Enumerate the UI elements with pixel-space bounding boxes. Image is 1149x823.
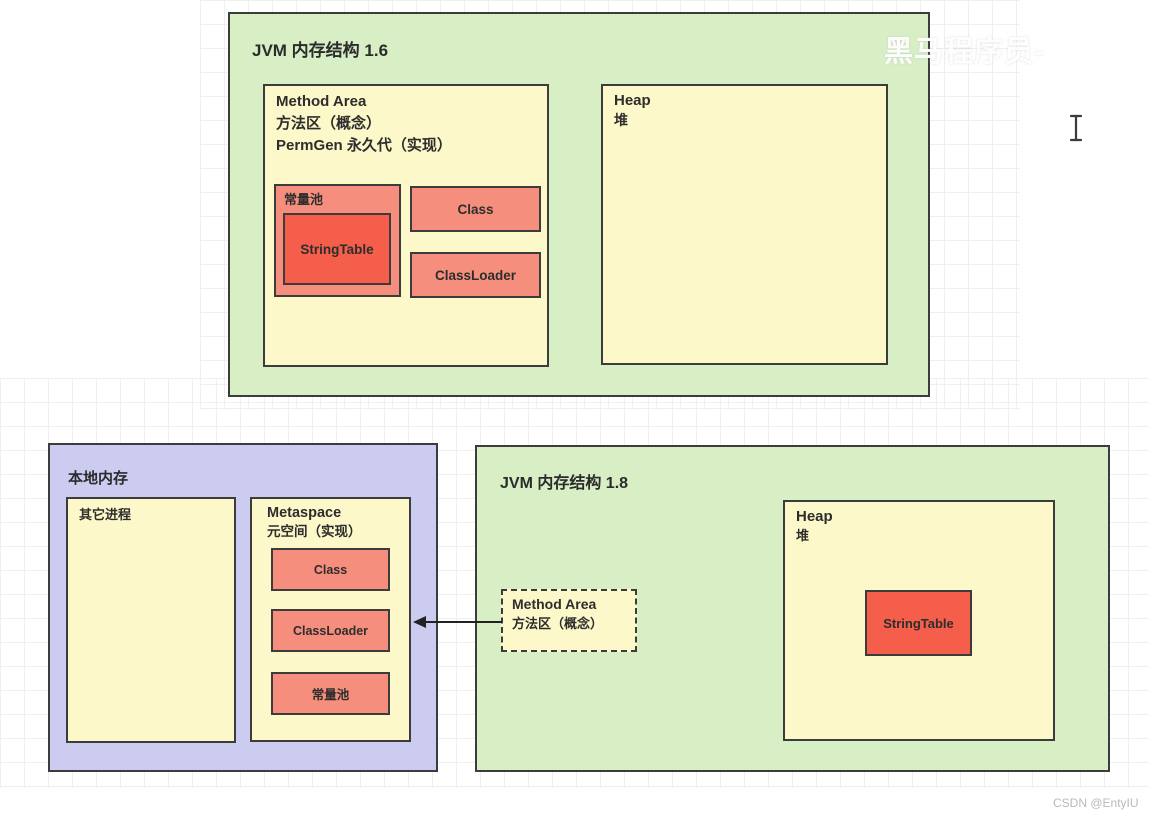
jvm18-heap-line-zh: 堆 <box>796 528 810 544</box>
native-memory-title: 本地内存 <box>68 470 129 487</box>
jvm18-method-area-line-en: Method Area <box>512 596 597 612</box>
jvm16-constant-pool-label: 常量池 <box>284 192 324 207</box>
jvm18-stringtable-label: StringTable <box>883 615 954 631</box>
metaspace-line-zh: 元空间（实现） <box>267 524 362 540</box>
method-area-line-zh: 方法区（概念） <box>276 114 382 132</box>
jvm16-heap-panel: Heap 堆 <box>601 84 888 365</box>
jvm16-classloader-label: ClassLoader <box>434 267 517 283</box>
jvm16-heap-line-en: Heap <box>614 92 651 109</box>
watermark-heima-text: 黑马程序员- <box>884 36 1045 68</box>
method-area-to-metaspace-arrow-head <box>413 616 426 628</box>
jvm16-method-area-heading: Method Area 方法区（概念） PermGen 永久代（实现） <box>265 86 547 161</box>
jvm16-class-box: Class <box>410 186 541 232</box>
jvm16-class-label: Class <box>457 201 494 217</box>
text-ibeam-cursor <box>1068 113 1084 143</box>
watermark-csdn: CSDN @EntyIU <box>1053 796 1139 810</box>
other-process-label: 其它进程 <box>79 507 132 522</box>
metaspace-class-box: Class <box>271 548 390 591</box>
metaspace-line-en: Metaspace <box>267 505 342 521</box>
jvm18-stringtable-box: StringTable <box>865 590 972 656</box>
jvm18-method-area-line-zh: 方法区（概念） <box>512 615 604 631</box>
metaspace-classloader-label: ClassLoader <box>292 623 369 638</box>
method-area-line-en: Method Area <box>276 93 367 110</box>
method-area-line-permgen: PermGen 永久代（实现） <box>276 136 452 154</box>
jvm18-heap-line-en: Heap <box>796 508 833 525</box>
jvm18-method-area-dashed-box: Method Area 方法区（概念） <box>501 589 637 652</box>
metaspace-constant-pool-label: 常量池 <box>311 688 350 702</box>
jvm16-stringtable-label: StringTable <box>300 241 374 257</box>
method-area-to-metaspace-arrow-line <box>424 621 502 623</box>
jvm18-title: JVM 内存结构 1.8 <box>500 475 629 492</box>
jvm16-title: JVM 内存结构 1.6 <box>252 41 389 60</box>
jvm16-heap-line-zh: 堆 <box>614 112 628 129</box>
watermark-heima: 黑马程序员- <box>884 28 1045 70</box>
metaspace-classloader-box: ClassLoader <box>271 609 390 652</box>
metaspace-constant-pool-box: 常量池 <box>271 672 390 715</box>
metaspace-class-label: Class <box>313 562 348 577</box>
bilibili-tv-icon <box>1095 21 1145 71</box>
other-process-panel: 其它进程 <box>66 497 236 743</box>
jvm16-classloader-box: ClassLoader <box>410 252 541 298</box>
jvm16-stringtable-box: StringTable <box>283 213 391 285</box>
